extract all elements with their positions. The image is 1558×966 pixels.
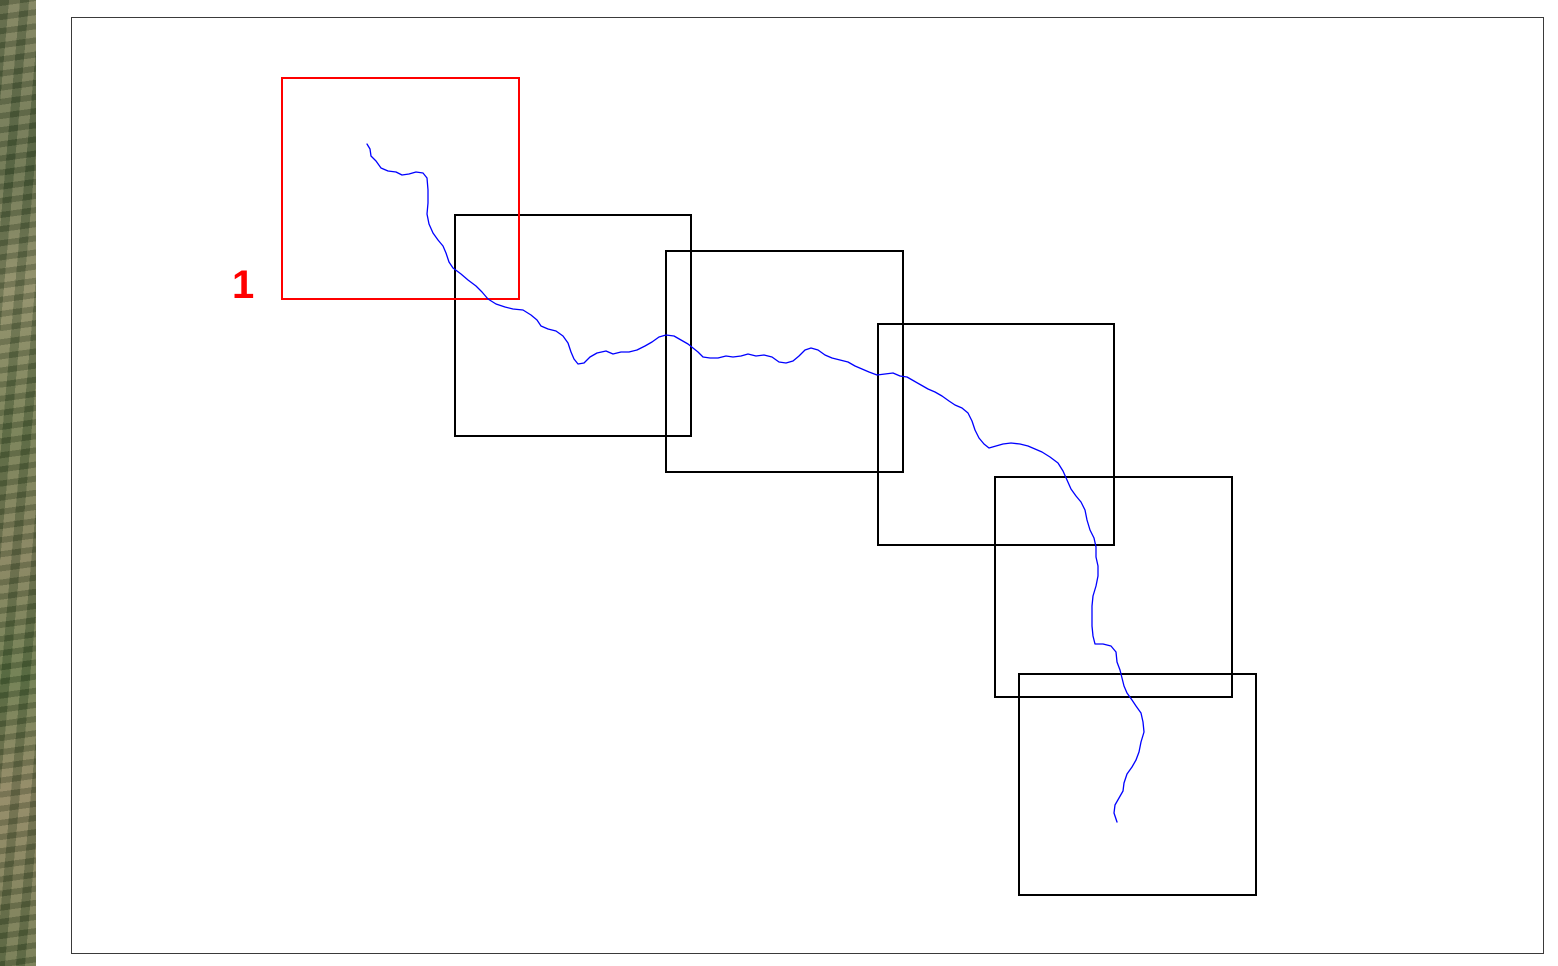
extent-box-3[interactable] <box>665 250 904 473</box>
grid-label-1: 1 <box>232 263 254 307</box>
extent-box-6[interactable] <box>1018 673 1257 896</box>
route-polyline[interactable] <box>366 143 1145 823</box>
extent-box-1[interactable] <box>281 77 520 300</box>
extent-box-2[interactable] <box>454 214 692 437</box>
satellite-basemap-strip <box>0 0 36 966</box>
extent-box-5[interactable] <box>994 476 1233 698</box>
map-frame <box>71 17 1544 954</box>
